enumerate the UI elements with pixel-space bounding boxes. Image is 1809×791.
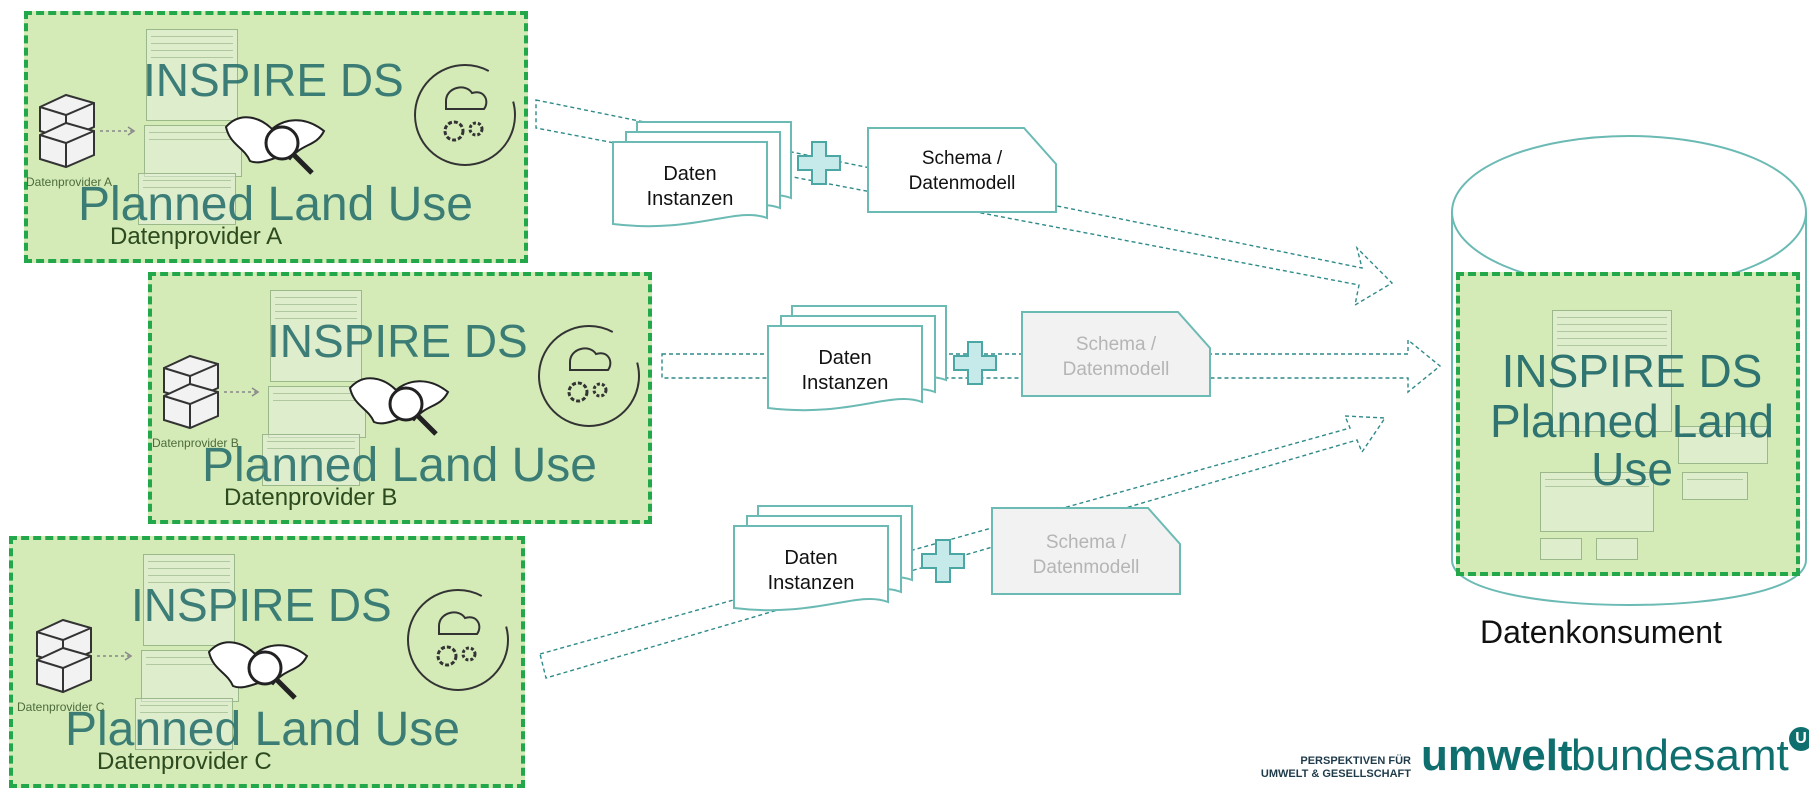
provider-title: INSPIRE DS <box>131 579 392 631</box>
document-label: Daten Instanzen <box>768 346 922 396</box>
logo-word-umwelt: umwelt <box>1421 731 1573 780</box>
document-stack-icon <box>733 505 913 612</box>
schema-card-c <box>991 507 1181 595</box>
cloud-gear-icon <box>407 589 509 691</box>
umweltbundesamt-logo: PERSPEKTIVEN FÜR UMWELT & GESELLSCHAFT u… <box>1253 727 1809 791</box>
uml-diagram-fragment <box>143 554 235 646</box>
schema-card-b <box>1021 311 1211 397</box>
plus-icon <box>797 141 841 185</box>
uml-diagram-fragment <box>1552 310 1672 432</box>
cloud-gear-icon <box>538 325 640 427</box>
consumer-data-box: INSPIRE DS Planned Land Use <box>1456 272 1800 576</box>
logo-tagline: PERSPEKTIVEN FÜR UMWELT & GESELLSCHAFT <box>1253 755 1411 781</box>
provider-subtitle: Planned Land Use <box>202 439 597 492</box>
logo-badge-icon: U <box>1789 727 1809 751</box>
logo-tagline-line2: UMWELT & GESELLSCHAFT <box>1260 768 1411 780</box>
document-label-line2: Instanzen <box>801 372 889 394</box>
logo-word-bundesamt: bundesamt <box>1571 731 1789 780</box>
consumer-title-line1: INSPIRE DS <box>1501 345 1763 397</box>
provider-small-label: Datenprovider B <box>152 436 239 450</box>
world-map-search-icon <box>207 641 309 700</box>
schema-label: Schema / Datenmodell <box>992 530 1180 580</box>
uml-diagram-fragment <box>138 173 236 225</box>
uml-diagram-fragment <box>1678 426 1768 464</box>
plus-icon <box>921 539 965 583</box>
world-map-search-icon <box>348 377 450 436</box>
provider-title: INSPIRE DS <box>267 315 528 367</box>
storage-boxes-icon <box>39 93 136 169</box>
schema-label-line2: Datenmodell <box>908 173 1016 194</box>
uml-diagram-fragment <box>1540 538 1582 560</box>
provider-subtitle: Planned Land Use <box>65 703 460 756</box>
provider-label: Datenprovider B <box>224 484 398 511</box>
uml-diagram-fragment <box>146 29 238 121</box>
provider-label: Datenprovider C <box>97 748 272 775</box>
schema-label-line1: Schema / <box>1045 532 1127 553</box>
uml-diagram-fragment <box>144 125 242 177</box>
provider-a-box: INSPIRE DS Planned Land Use Datenprovide… <box>24 11 528 263</box>
world-map-search-icon <box>224 116 326 175</box>
provider-small-label: Datenprovider A <box>26 175 113 189</box>
provider-c-box: INSPIRE DS Planned Land Use Datenprovide… <box>9 536 525 788</box>
arrow-from-provider-c <box>539 415 1387 679</box>
schema-label-line1: Schema / <box>1075 334 1157 355</box>
document-label-line1: Daten <box>818 347 872 369</box>
schema-label-line1: Schema / <box>921 148 1003 169</box>
document-stack-icon <box>612 121 792 228</box>
storage-boxes-icon <box>36 618 133 694</box>
provider-b-box: INSPIRE DS Planned Land Use Datenprovide… <box>148 272 652 524</box>
database-cylinder <box>1451 135 1807 606</box>
logo-tagline-line1: PERSPEKTIVEN FÜR <box>1300 755 1411 767</box>
provider-title: INSPIRE DS <box>143 54 404 106</box>
plus-icon <box>953 341 997 385</box>
schema-label: Schema / Datenmodell <box>1022 332 1210 382</box>
schema-label-line2: Datenmodell <box>1062 359 1170 380</box>
uml-diagram-fragment <box>135 698 233 750</box>
provider-label: Datenprovider A <box>110 223 283 250</box>
cloud-gear-icon <box>414 64 516 166</box>
document-stack-icon <box>767 305 947 412</box>
storage-boxes-icon <box>163 354 260 430</box>
uml-diagram-fragment <box>1596 538 1638 560</box>
schema-card-a <box>867 127 1057 213</box>
consumer-label: Datenkonsument <box>1480 614 1722 650</box>
uml-diagram-fragment <box>1540 472 1654 532</box>
document-label-line2: Instanzen <box>646 188 734 210</box>
document-label: Daten Instanzen <box>734 546 888 596</box>
uml-diagram-fragment <box>268 386 366 438</box>
document-label: Daten Instanzen <box>613 162 767 212</box>
schema-label-line2: Datenmodell <box>1032 557 1140 578</box>
uml-diagram-fragment <box>1682 472 1748 500</box>
schema-label: Schema / Datenmodell <box>868 146 1056 196</box>
document-label-line1: Daten <box>663 163 717 185</box>
provider-subtitle: Planned Land Use <box>78 178 473 231</box>
document-label-line2: Instanzen <box>767 572 855 594</box>
uml-diagram-fragment <box>270 290 362 382</box>
consumer-title-line2: Planned Land <box>1490 395 1774 447</box>
provider-small-label: Datenprovider C <box>17 700 105 714</box>
uml-diagram-fragment <box>262 434 360 486</box>
document-label-line1: Daten <box>784 547 838 569</box>
consumer-title-line3: Use <box>1591 443 1673 495</box>
